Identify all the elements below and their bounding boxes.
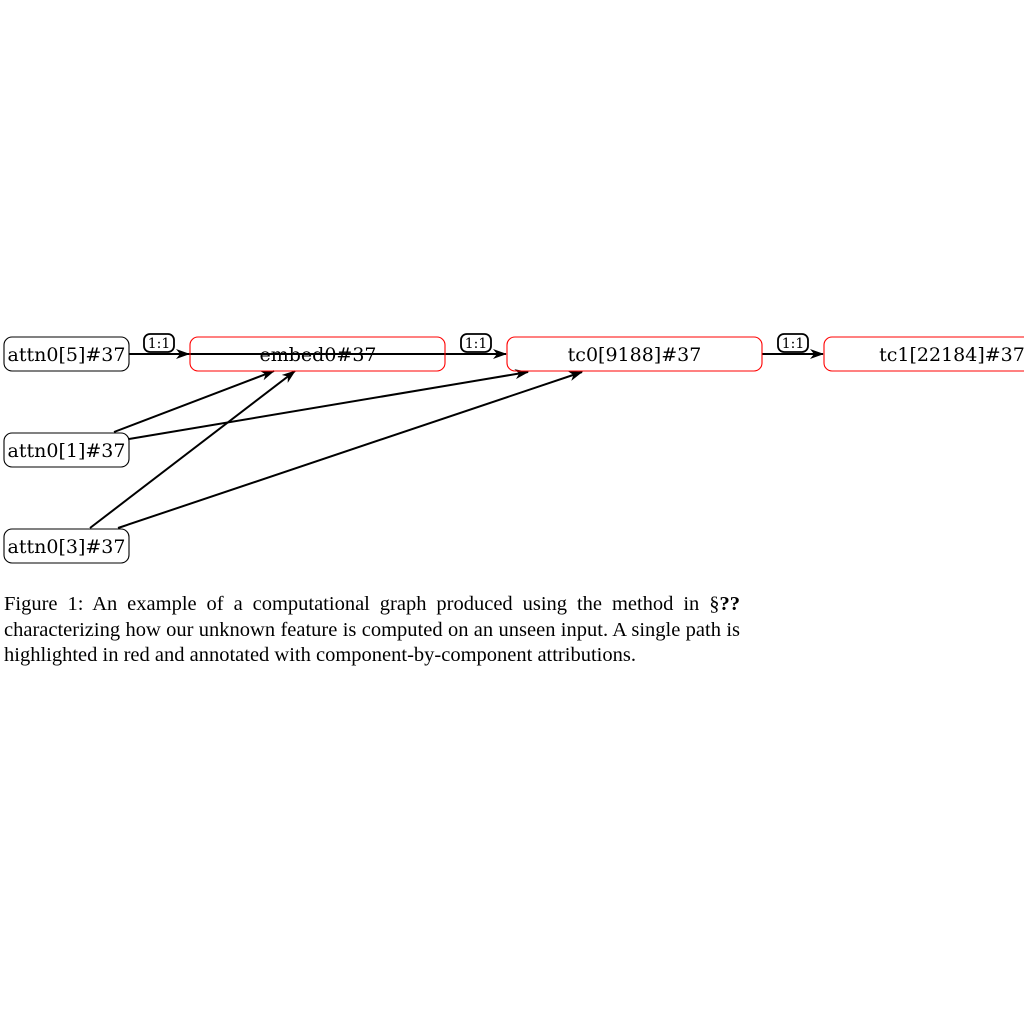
node-box — [823, 336, 1024, 372]
edge-label-box — [143, 333, 175, 353]
edge-attn0-1-to-tc0 — [128, 369, 529, 440]
node-box — [189, 336, 446, 372]
node-tc0: tc0[9188]#37 — [506, 336, 763, 372]
edges-layer — [89, 349, 824, 529]
node-label: attn0[1]#37 — [8, 440, 126, 462]
node-attn0-5: attn0[5]#37 — [3, 336, 130, 372]
caption-prefix: Figure 1: An example of a computational … — [4, 593, 720, 615]
figure-caption: Figure 1: An example of a computational … — [4, 592, 740, 669]
caption-suffix: characterizing how our unknown feature i… — [4, 618, 740, 667]
caption-section-reference: ?? — [719, 593, 741, 615]
edge-label-text: 1:1 — [465, 336, 488, 352]
node-attn0-3: attn0[3]#37 — [3, 528, 130, 564]
edge-label-text: 1:1 — [148, 336, 171, 352]
node-label: embed0#37 — [259, 344, 376, 366]
node-box — [506, 336, 763, 372]
edge-label-text: 1:1 — [782, 336, 805, 352]
nodes-layer: attn0[5]#37 embed0#37 tc0[9188]#37 tc1[2218… — [3, 336, 1024, 564]
node-embed0: embed0#37 — [189, 336, 446, 372]
node-label: tc1[22184]#37 — [879, 344, 1024, 366]
node-label: tc0[9188]#37 — [568, 344, 702, 366]
edge-attribution-label: 1:1 — [143, 333, 175, 353]
node-label: attn0[3]#37 — [8, 536, 126, 558]
edge-labels-layer: 1:1 1:1 1:1 — [143, 333, 809, 353]
node-box — [3, 528, 130, 564]
node-tc1: tc1[22184]#37 — [823, 336, 1024, 372]
node-box — [3, 336, 130, 372]
edge-attn0-3-to-embed0 — [89, 370, 296, 529]
node-label: attn0[5]#37 — [8, 344, 126, 366]
edge-label-box — [460, 333, 492, 353]
edge-label-box — [777, 333, 809, 353]
node-box — [3, 432, 130, 468]
edge-attn0-3-to-tc0 — [117, 371, 583, 529]
edge-attn0-1-to-embed0 — [113, 370, 275, 433]
edge-attribution-label: 1:1 — [460, 333, 492, 353]
node-attn0-1: attn0[1]#37 — [3, 432, 130, 468]
edge-attribution-label: 1:1 — [777, 333, 809, 353]
